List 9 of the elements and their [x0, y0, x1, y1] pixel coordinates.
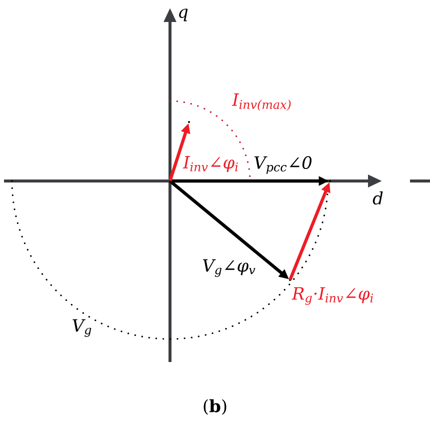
axis-label: q	[179, 8, 188, 22]
axis-label: V$_{g}$	[72, 319, 92, 337]
axis-label: d	[372, 191, 383, 205]
edge-label: I$_{inv}$∠φ$_{i}$	[182, 156, 238, 172]
edge-label: V$_{g}$∠φ$_{v}$	[202, 259, 256, 277]
edge-label: V$_{pcc}$∠0	[254, 156, 312, 174]
edge-label: R$_{g}$·I$_{inv}$∠φ$_{i}$	[292, 287, 373, 305]
axis-label: (b)	[204, 399, 226, 415]
axis-label: I$_{inv(max)}$	[232, 93, 291, 111]
